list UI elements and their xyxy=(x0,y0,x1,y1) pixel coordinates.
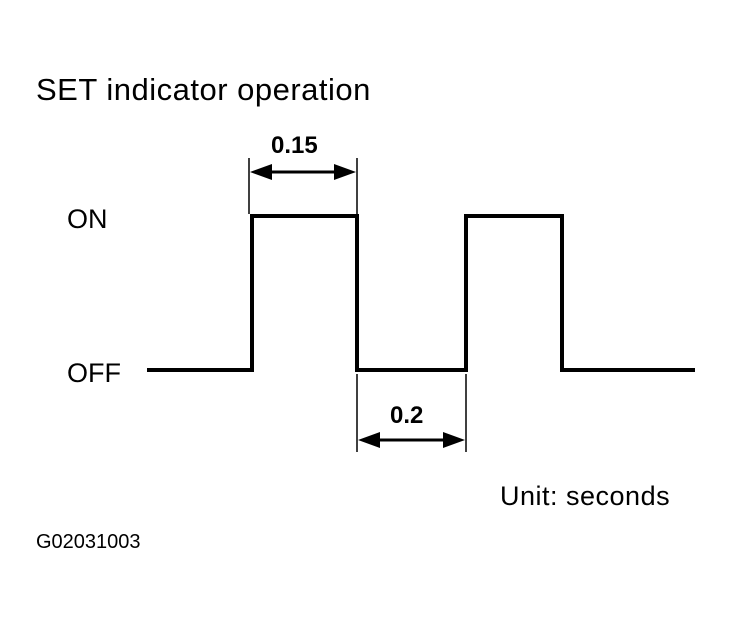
indicator-waveform xyxy=(147,214,695,372)
off-duration-arrowhead-left xyxy=(358,432,380,448)
figure-code: G02031003 xyxy=(36,531,141,553)
off-duration-arrowhead-right xyxy=(443,432,465,448)
on-level-label: ON xyxy=(67,204,108,234)
on-duration-label: 0.15 xyxy=(271,132,318,159)
off-duration-label: 0.2 xyxy=(390,402,423,429)
unit-label: Unit: seconds xyxy=(500,481,670,511)
diagram-title: SET indicator operation xyxy=(36,72,371,107)
on-duration-arrowhead-right xyxy=(334,164,356,180)
on-duration-arrowhead-left xyxy=(250,164,272,180)
off-level-label: OFF xyxy=(67,358,121,388)
